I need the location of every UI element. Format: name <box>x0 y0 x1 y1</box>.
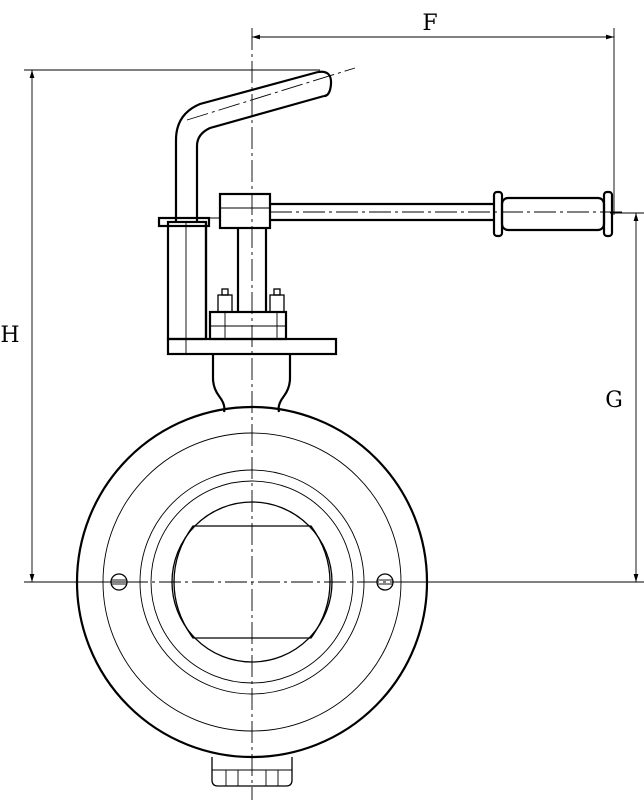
centerlines <box>60 28 626 800</box>
handle-grip <box>492 190 614 238</box>
dimension-g: G <box>400 212 644 583</box>
dimension-label-g: G <box>605 388 623 413</box>
dimension-label-f: F <box>422 11 437 36</box>
bolt-left <box>217 288 233 339</box>
dimension-h: H <box>0 69 320 583</box>
valve-stem <box>208 228 288 341</box>
handle-hub <box>218 192 272 230</box>
bolt-right <box>269 288 285 339</box>
handle-bar <box>270 202 494 222</box>
dimension-f: F <box>252 11 615 215</box>
valve-neck <box>211 354 292 413</box>
dimension-label-h: H <box>0 323 19 348</box>
locking-lever <box>157 70 333 228</box>
lever-centerline <box>186 67 356 121</box>
handle-bracket <box>166 220 208 341</box>
disc-outline <box>173 525 331 639</box>
